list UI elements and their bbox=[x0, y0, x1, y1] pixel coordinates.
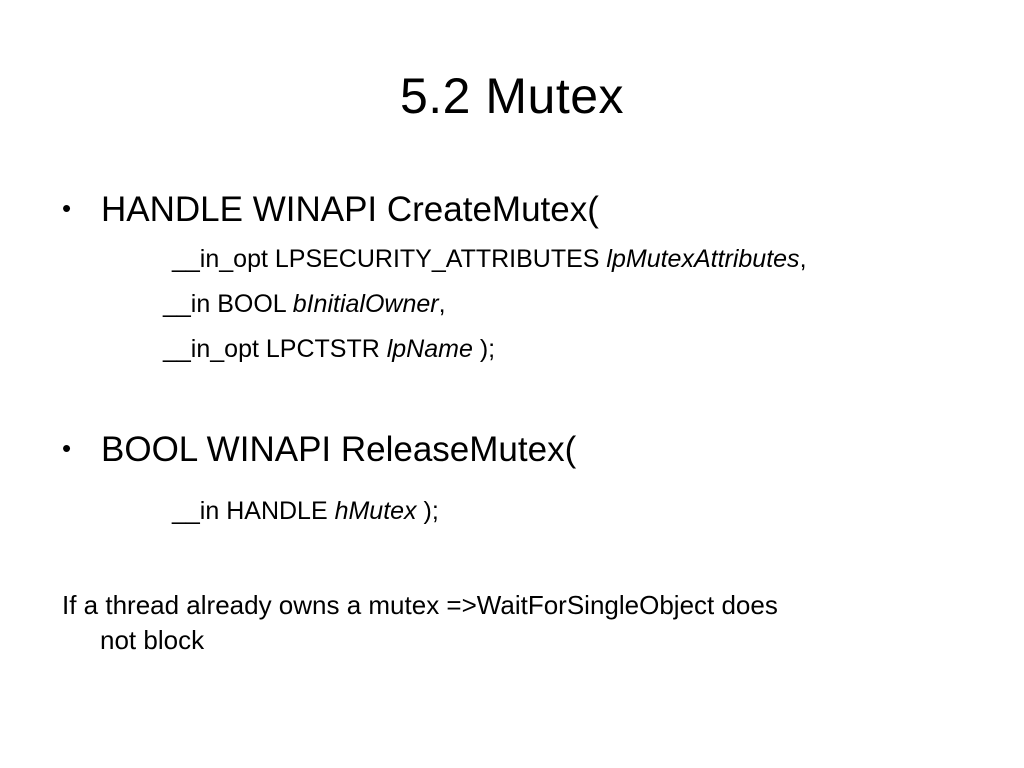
param-name: hMutex bbox=[334, 497, 417, 525]
param-suffix: , bbox=[799, 245, 807, 273]
param-prefix: __in_opt LPCTSTR bbox=[163, 335, 387, 363]
param-line-lpname: __in_opt LPCTSTR lpName ); bbox=[163, 333, 495, 365]
param-line-lpmutexattributes: __in_opt LPSECURITY_ATTRIBUTES lpMutexAt… bbox=[172, 243, 807, 275]
param-prefix: __in BOOL bbox=[163, 290, 293, 318]
bullet-text: BOOL WINAPI ReleaseMutex( bbox=[101, 430, 577, 469]
note-line-2: not block bbox=[100, 625, 205, 655]
note-paragraph: If a thread already owns a mutex =>WaitF… bbox=[62, 588, 942, 658]
param-suffix: ); bbox=[472, 335, 496, 363]
param-suffix: , bbox=[438, 290, 446, 318]
param-suffix: ); bbox=[416, 497, 439, 525]
param-name: bInitialOwner bbox=[292, 290, 439, 318]
param-prefix: __in_opt LPSECURITY_ATTRIBUTES bbox=[172, 245, 607, 273]
bullet-text: HANDLE WINAPI CreateMutex( bbox=[101, 190, 599, 229]
param-name: lpMutexAttributes bbox=[606, 245, 800, 273]
param-prefix: __in HANDLE bbox=[172, 497, 335, 525]
param-name: lpName bbox=[386, 335, 473, 363]
note-line-1: If a thread already owns a mutex =>WaitF… bbox=[62, 590, 778, 620]
param-line-hmutex: __in HANDLE hMutex ); bbox=[172, 495, 439, 527]
bullet-icon: • bbox=[62, 433, 72, 463]
bullet-release-mutex: • BOOL WINAPI ReleaseMutex( bbox=[62, 426, 576, 472]
bullet-icon: • bbox=[62, 193, 72, 223]
bullet-create-mutex: • HANDLE WINAPI CreateMutex( bbox=[62, 186, 599, 232]
slide-title: 5.2 Mutex bbox=[399, 68, 625, 124]
param-line-binitialowner: __in BOOL bInitialOwner, bbox=[163, 288, 446, 320]
